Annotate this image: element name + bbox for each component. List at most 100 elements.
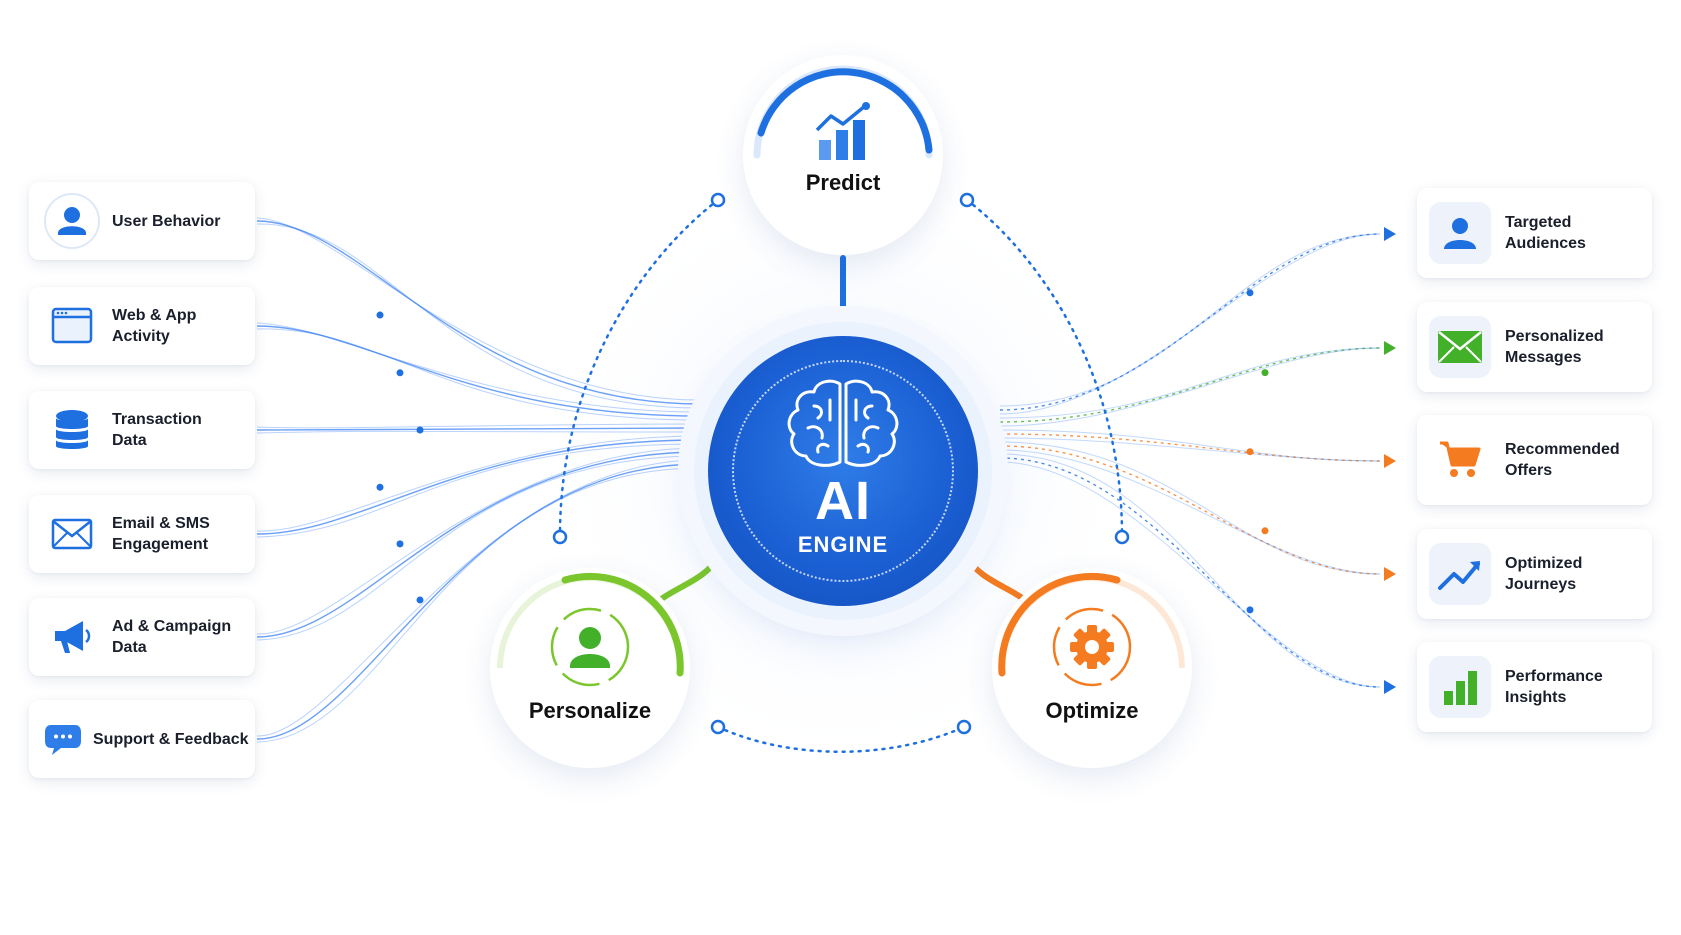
personalize-label: Personalize (528, 698, 652, 723)
input-label: Transaction Data (112, 411, 202, 449)
output-card-recommended-offers: Recommended Offers (1417, 415, 1652, 505)
input-card-transaction-data: Transaction Data (29, 391, 255, 469)
input-label: Support & Feedback (93, 730, 249, 748)
megaphone-icon (42, 607, 102, 667)
output-flow-line (999, 233, 1381, 407)
input-label: Web & App Activity (112, 307, 197, 345)
input-flow-line (256, 463, 701, 740)
input-flow-line (256, 223, 701, 409)
output-flow-line (999, 437, 1381, 462)
input-flow-line (256, 443, 701, 538)
input-card-email-sms-engagement: Email & SMS Engagement (29, 495, 255, 573)
input-flow-line (256, 328, 701, 421)
flow-dot (396, 369, 404, 377)
optimize-connector-node (953, 543, 977, 567)
input-flow-line (256, 451, 701, 638)
optimize-progress-arc (998, 572, 1185, 677)
chat-bubble-icon (33, 709, 93, 769)
predict-node: Predict (743, 55, 943, 255)
input-flow-line (256, 322, 701, 413)
output-label: Personalized Messages (1505, 328, 1604, 366)
flow-dot (376, 483, 384, 491)
flow-dot (1246, 606, 1254, 614)
flow-dot (396, 540, 404, 548)
envelope-icon (1429, 316, 1491, 378)
personalize-node: Personalize (490, 568, 690, 768)
input-flow-line (256, 435, 701, 532)
gear-cycle-icon (1052, 607, 1132, 687)
output-card-performance-insights: Performance Insights (1417, 642, 1652, 732)
output-flow-line (999, 233, 1381, 411)
input-flow-line (256, 427, 701, 431)
personalize-connector-node (708, 543, 732, 567)
predict-connector-node (832, 311, 854, 333)
output-arrowhead (1384, 227, 1396, 241)
input-label: Ad & Campaign Data (112, 618, 232, 656)
output-flow-line (999, 453, 1381, 688)
output-arrowhead (1384, 567, 1396, 581)
user-icon (1429, 202, 1491, 264)
input-card-support-feedback: Support & Feedback (29, 700, 255, 778)
personalize-optimize-dotted-arc (716, 725, 966, 753)
bar-chart-trend-icon (815, 102, 870, 160)
predict-optimize-dotted-arc (965, 198, 1124, 537)
shopping-cart-icon (1429, 429, 1491, 491)
input-flow-line (256, 455, 701, 641)
loop-endpoint-dots (552, 192, 1130, 735)
predict-label: Predict (805, 170, 881, 195)
flow-dot (1246, 289, 1254, 297)
output-flow-line (999, 441, 1381, 575)
ai-engine-core: AI ENGINE (708, 336, 978, 606)
output-card-targeted-audiences: Targeted Audiences (1417, 188, 1652, 278)
input-label: User Behavior (112, 212, 221, 230)
input-flow-line (256, 423, 701, 429)
flow-dot (1261, 369, 1269, 377)
personalize-progress-arc (497, 572, 684, 677)
input-card-ad-campaign-data: Ad & Campaign Data (29, 598, 255, 676)
output-arrowhead (1384, 680, 1396, 694)
input-flow-line (256, 325, 701, 417)
flow-dot (416, 596, 424, 604)
output-label: Recommended Offers (1505, 441, 1620, 479)
flow-dot (1261, 527, 1269, 535)
trend-up-icon (1429, 543, 1491, 605)
input-flow-lines (256, 217, 701, 743)
person-cycle-icon (550, 607, 630, 687)
user-icon (42, 191, 102, 251)
engine-dotted-ring (732, 360, 954, 582)
database-icon (42, 400, 102, 460)
input-label: Email & SMS Engagement (112, 515, 210, 553)
output-card-personalized-messages: Personalized Messages (1417, 302, 1652, 392)
input-flow-line (256, 439, 701, 535)
output-card-optimized-journeys: Optimized Journeys (1417, 529, 1652, 619)
input-flow-line (256, 447, 701, 635)
output-flow-line (999, 233, 1381, 415)
predict-personalize-dotted-arc (558, 198, 720, 537)
input-flow-line (256, 467, 701, 743)
output-flow-line (999, 461, 1381, 688)
output-label: Optimized Journeys (1505, 555, 1583, 593)
output-arrowhead (1384, 454, 1396, 468)
predict-progress-arc (753, 65, 933, 159)
output-label: Targeted Audiences (1505, 214, 1586, 252)
output-flow-lines (999, 227, 1396, 694)
output-flow-line (999, 347, 1381, 419)
input-flow-line (256, 430, 701, 434)
output-label: Performance Insights (1505, 668, 1603, 706)
output-flow-line (999, 347, 1381, 427)
output-flow-line (999, 449, 1381, 575)
flow-dot (1246, 448, 1254, 456)
input-flow-line (256, 459, 701, 737)
output-flow-line (999, 457, 1381, 688)
flow-dot (376, 311, 384, 319)
bar-chart-icon (1429, 656, 1491, 718)
input-card-web-app-activity: Web & App Activity (29, 287, 255, 365)
input-flow-line (256, 220, 701, 405)
optimize-node: Optimize (992, 568, 1192, 768)
output-arrowhead (1384, 341, 1396, 355)
envelope-icon (42, 504, 102, 564)
optimize-label: Optimize (1045, 698, 1139, 723)
output-flow-line (999, 433, 1381, 462)
browser-window-icon (42, 296, 102, 356)
